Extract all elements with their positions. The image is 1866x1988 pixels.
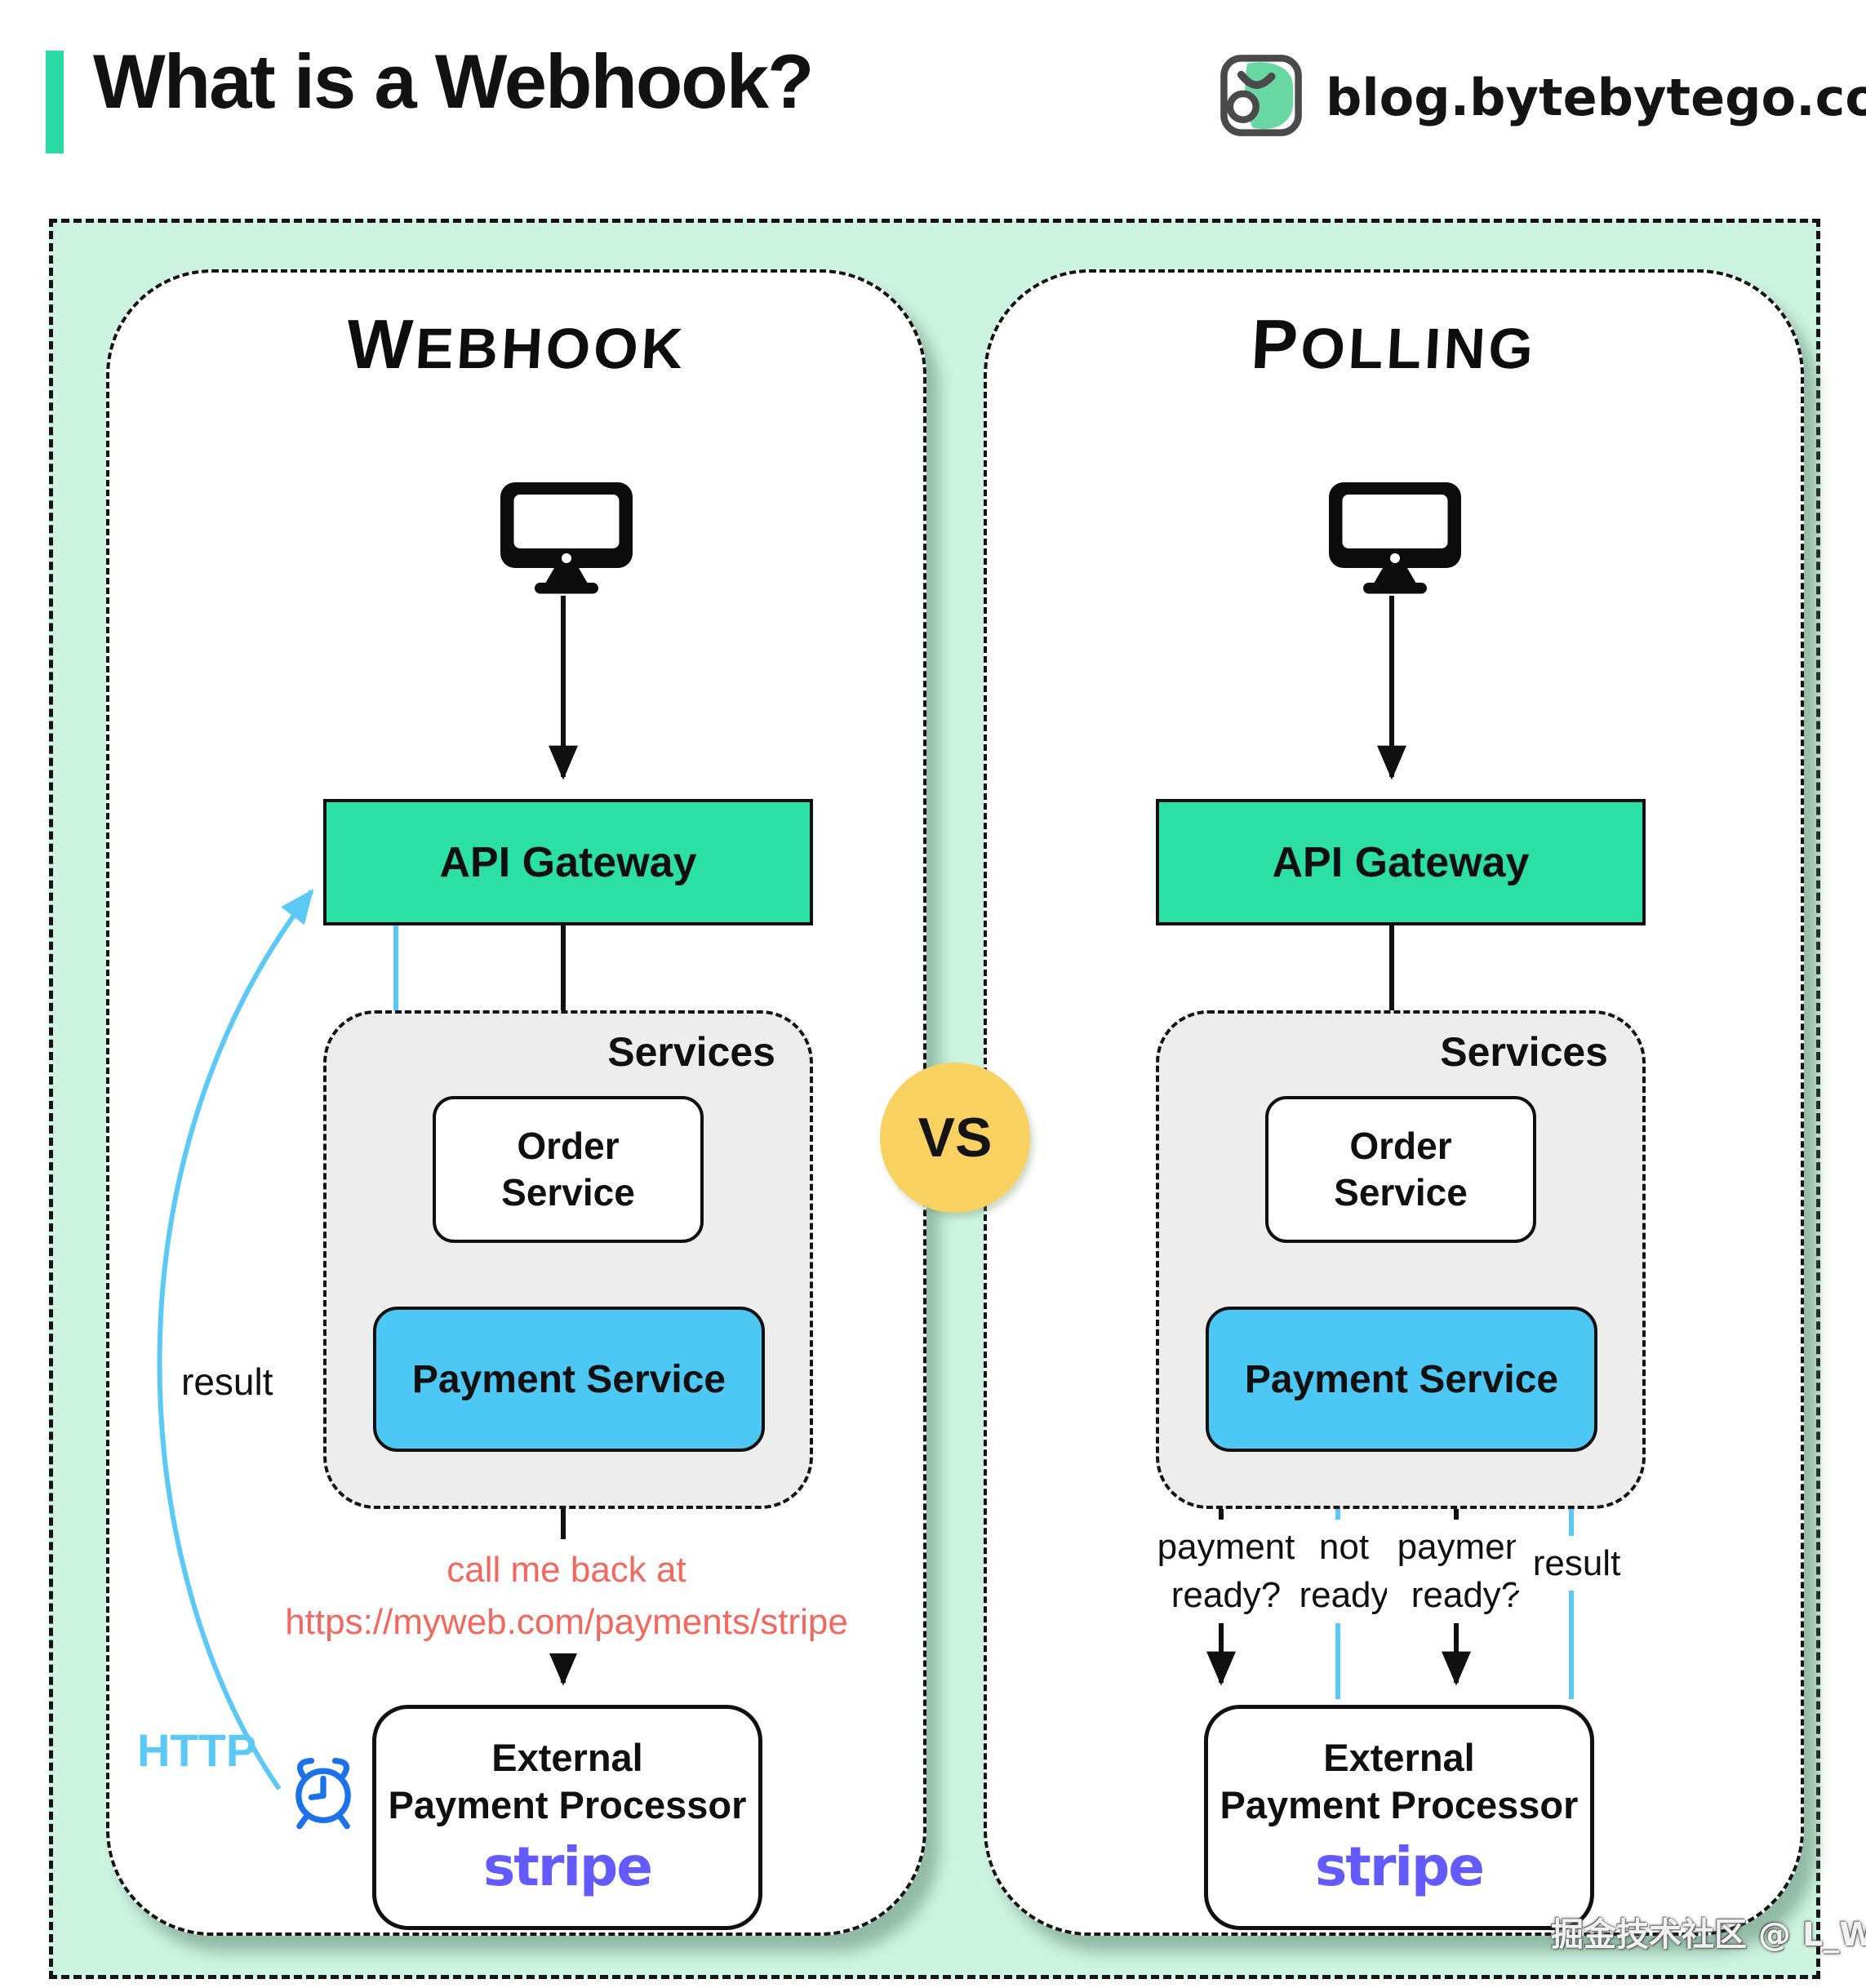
order-service-label: Order Service <box>501 1124 635 1214</box>
external-processor-line2: Payment Processor <box>388 1782 747 1826</box>
poll-label-payment-ready-1: payment ready? <box>1147 1520 1305 1623</box>
payment-service-box: Payment Service <box>373 1307 765 1452</box>
webhook-panel-title: Webhook <box>344 306 688 384</box>
poll-label-not-ready: not ready <box>1295 1520 1393 1623</box>
payment-service-box: Payment Service <box>1206 1307 1597 1452</box>
order-service-box: Order Service <box>1265 1096 1536 1243</box>
api-gateway-box: API Gateway <box>1156 799 1646 925</box>
payment-service-label: Payment Service <box>411 1357 726 1401</box>
result-label: result <box>176 1351 278 1412</box>
http-label: HTTP <box>137 1724 257 1776</box>
order-service-label: Order Service <box>1334 1124 1468 1214</box>
polling-panel: Polling API Gateway Services Order Servi… <box>984 269 1804 1936</box>
brand-url: blog.bytebytego.com <box>1326 68 1866 127</box>
bytebytego-logo-icon <box>1218 52 1304 143</box>
external-processor-line1: External <box>491 1736 643 1780</box>
external-processor-line2: Payment Processor <box>1220 1782 1579 1826</box>
callback-note-url: https://myweb.com/payments/stripe <box>285 1601 848 1642</box>
external-processor-line1: External <box>1323 1736 1475 1780</box>
watermark: 掘金技术社区 @ L_Weiwu <box>1551 1916 1866 1954</box>
order-service-box: Order Service <box>433 1096 704 1243</box>
payment-service-label: Payment Service <box>1244 1357 1559 1401</box>
services-group-label: Services <box>1440 1029 1608 1075</box>
api-gateway-box: API Gateway <box>323 799 813 925</box>
webhook-panel: Webhook API Gateway Services Order Servi… <box>106 269 926 1936</box>
stripe-logo: stripe <box>1314 1835 1485 1899</box>
callback-note-line1: call me back at <box>447 1550 686 1590</box>
alarm-clock-icon <box>281 1748 366 1837</box>
poll-label-result: result <box>1516 1536 1637 1591</box>
stripe-logo: stripe <box>482 1835 653 1899</box>
callback-note: call me back at https://myweb.com/paymen… <box>281 1539 852 1653</box>
client-monitor-icon <box>493 475 640 601</box>
external-processor-box: External Payment Processor stripe <box>372 1705 762 1930</box>
api-gateway-label: API Gateway <box>1272 838 1530 886</box>
brand: blog.bytebytego.com <box>1218 52 1866 143</box>
page-title: What is a Webhook? <box>93 38 814 124</box>
api-gateway-label: API Gateway <box>439 838 697 886</box>
polling-panel-title: Polling <box>1249 306 1539 384</box>
title-accent-bar <box>46 51 64 153</box>
services-group-label: Services <box>607 1029 775 1075</box>
external-processor-box: External Payment Processor stripe <box>1204 1705 1594 1930</box>
client-monitor-icon <box>1322 475 1468 601</box>
vs-badge: VS <box>880 1063 1030 1213</box>
